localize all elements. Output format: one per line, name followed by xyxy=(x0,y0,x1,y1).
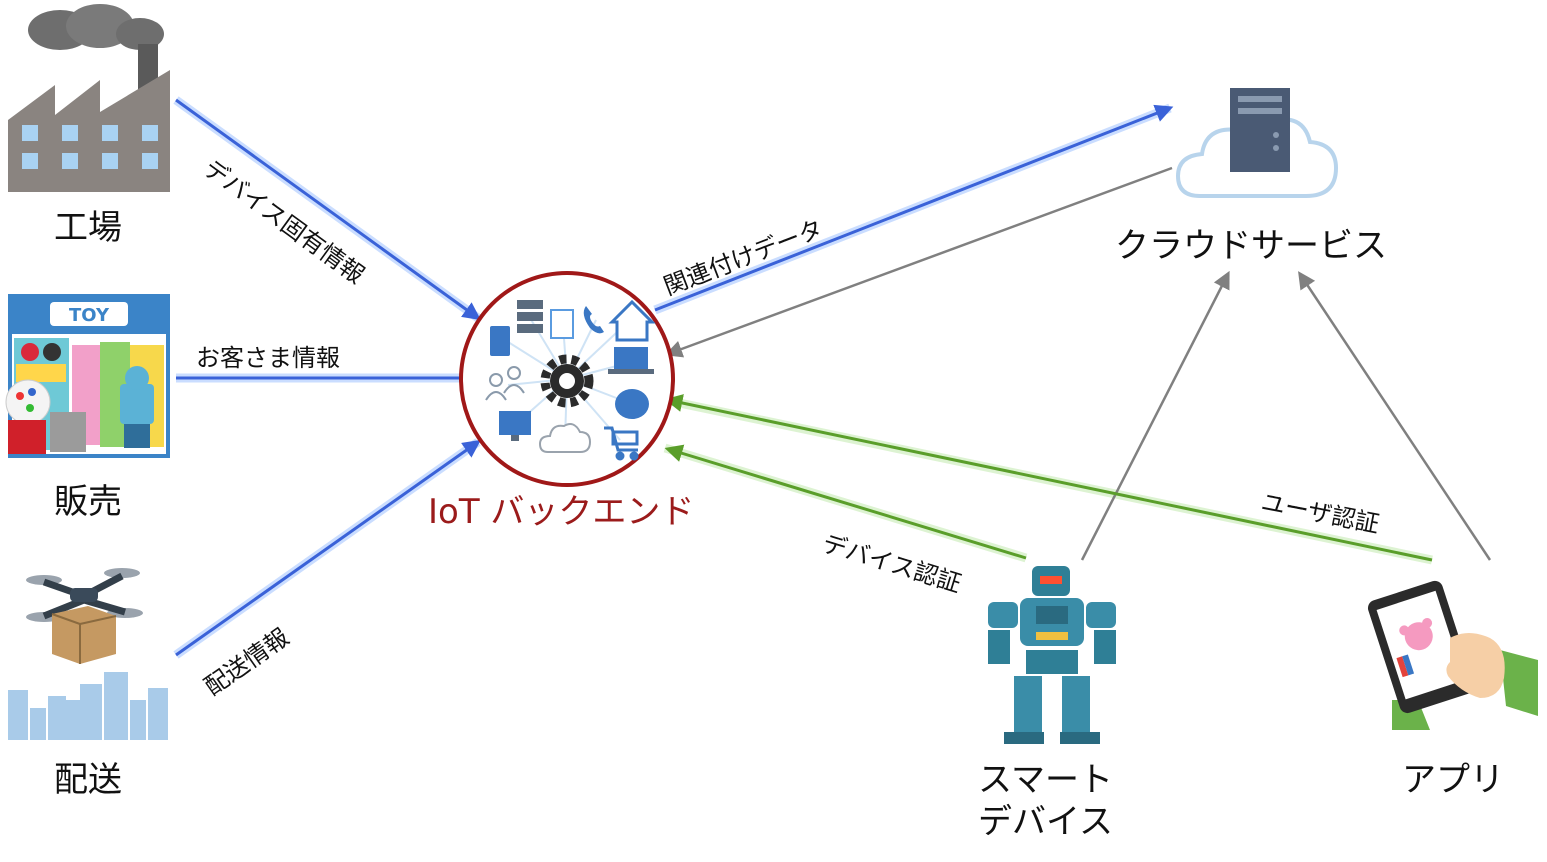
cloud-label: クラウドサービス xyxy=(1115,226,1387,266)
phone-icon xyxy=(583,306,604,334)
delivery-drone-icon xyxy=(26,568,143,664)
app-label: アプリ xyxy=(1402,760,1504,800)
people-icon xyxy=(485,366,525,401)
city-skyline-icon xyxy=(8,672,168,740)
smart-device-label-line2: デバイス xyxy=(978,802,1113,842)
store-sign: TOY xyxy=(69,305,110,326)
edge-device-cloud xyxy=(1080,270,1230,561)
factory-icon xyxy=(8,4,170,192)
edge-delivery-backend xyxy=(175,439,481,657)
cloud-service-icon xyxy=(1175,88,1339,198)
document-icon xyxy=(550,309,574,339)
cloud-icon xyxy=(538,423,592,453)
gear-icon xyxy=(540,354,594,408)
iot-backend-node xyxy=(459,271,675,487)
edge-user-auth xyxy=(664,394,1433,562)
monitor-icon xyxy=(499,411,531,441)
brain-icon xyxy=(615,389,649,419)
backend-label: IoT バックエンド xyxy=(428,492,695,532)
smart-device-label-line1: スマート xyxy=(978,760,1113,800)
store-label: 販売 xyxy=(54,482,122,522)
app-tablet-icon xyxy=(1367,580,1538,730)
edge-app-cloud xyxy=(1298,271,1492,561)
robot-icon xyxy=(988,566,1116,744)
edges xyxy=(173,96,1492,659)
factory-label: 工場 xyxy=(54,208,122,248)
edge-device-auth xyxy=(664,444,1027,560)
cart-icon xyxy=(604,426,639,461)
edge-factory-backend xyxy=(175,98,481,321)
delivery-label: 配送 xyxy=(54,760,122,800)
edge-label-customer-info: お客さま情報 xyxy=(196,344,340,372)
laptop-icon xyxy=(608,347,654,374)
toy-store-icon: TOY xyxy=(5,294,170,458)
server-icon xyxy=(517,300,543,333)
edge-backend-cloud xyxy=(654,104,1174,312)
edge-cloud-backend xyxy=(664,166,1173,358)
tablet-icon xyxy=(490,326,510,356)
home-icon xyxy=(608,299,656,342)
